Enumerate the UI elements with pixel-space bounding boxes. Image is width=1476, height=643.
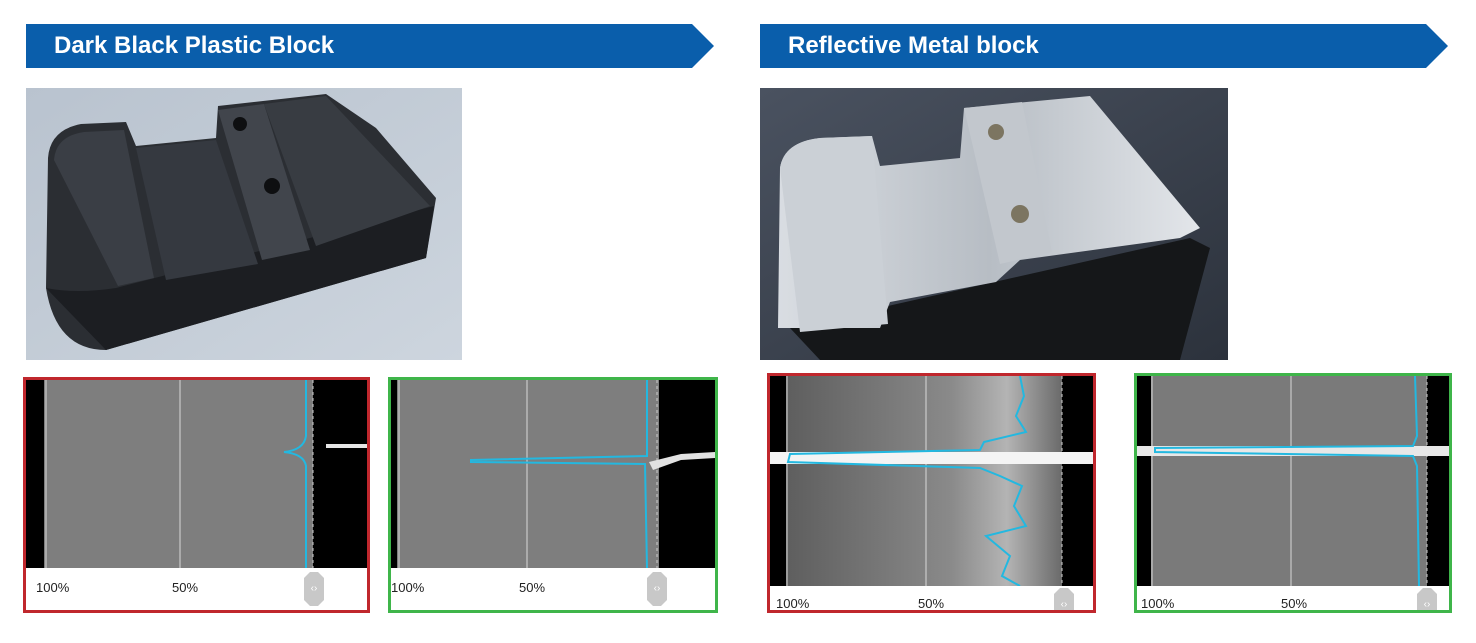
scan-image — [391, 380, 715, 568]
tick-label-100: 100% — [1141, 596, 1175, 611]
range-handle[interactable]: ‹› — [647, 572, 667, 606]
scan-panel-metal-bad: 100% 50% ‹› — [767, 373, 1096, 613]
section-title-metal: Reflective Metal block — [788, 32, 1039, 59]
handle-chevrons-icon: ‹› — [653, 583, 661, 594]
scan-panel-metal-good: 100% 50% ‹› — [1134, 373, 1452, 613]
tick-label-50: 50% — [1281, 596, 1308, 611]
photo-metal-block — [760, 88, 1228, 360]
section-title-plastic: Dark Black Plastic Block — [54, 32, 335, 59]
scan-panel-plastic-bad: 100% 50% ‹› — [23, 377, 370, 613]
tick-label-100: 100% — [776, 596, 810, 611]
section-banner-plastic: Dark Black Plastic Block — [26, 24, 714, 68]
range-handle[interactable]: ‹› — [1417, 588, 1437, 610]
handle-chevrons-icon: ‹› — [1060, 599, 1068, 610]
section-banner-metal: Reflective Metal block — [760, 24, 1448, 68]
scan-image — [1137, 376, 1449, 586]
scan-panel-plastic-good: 100% 50% ‹› — [388, 377, 718, 613]
range-handle[interactable]: ‹› — [1054, 588, 1074, 610]
tick-label-50: 50% — [172, 580, 199, 595]
handle-chevrons-icon: ‹› — [310, 583, 318, 594]
range-handle[interactable]: ‹› — [304, 572, 324, 606]
tick-label-100: 100% — [391, 580, 425, 595]
handle-chevrons-icon: ‹› — [1423, 599, 1431, 610]
scan-image — [770, 376, 1093, 586]
tick-label-50: 50% — [519, 580, 546, 595]
tick-label-100: 100% — [36, 580, 70, 595]
scan-image — [26, 380, 367, 568]
photo-plastic-block — [26, 88, 462, 360]
tick-label-50: 50% — [918, 596, 945, 611]
